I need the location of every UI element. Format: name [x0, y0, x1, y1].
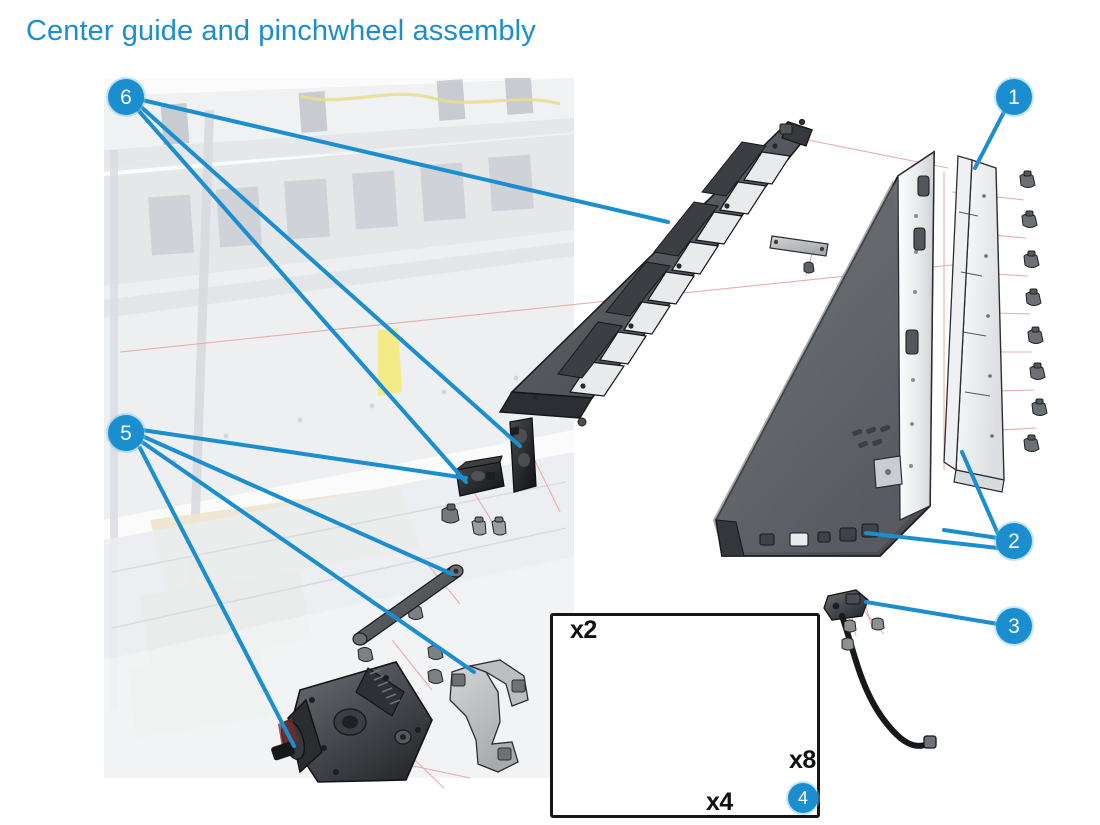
callout-leader-lines — [136, 98, 1006, 748]
motor-gearbox — [271, 661, 433, 783]
callout-3[interactable]: 3 — [996, 608, 1032, 644]
callout-2[interactable]: 2 — [996, 523, 1032, 559]
sensor-with-cable — [823, 589, 937, 749]
small-link-bar — [769, 235, 829, 274]
hardware-kit-inset — [550, 613, 820, 818]
metal-bracket-yoke — [449, 659, 529, 773]
pinchwheel-cover-strip — [943, 155, 1005, 493]
inset-qty-x4: x4 — [706, 788, 733, 816]
center-guide-panel — [713, 150, 935, 557]
screw-column — [1019, 170, 1048, 452]
small-screw-top — [779, 118, 806, 135]
inset-qty-x2: x2 — [570, 616, 597, 644]
panel-studs — [905, 175, 930, 355]
callout-5[interactable]: 5 — [108, 415, 144, 451]
center-guide-rail — [498, 118, 814, 419]
callout-6[interactable]: 6 — [108, 79, 144, 115]
callout-1[interactable]: 1 — [996, 79, 1032, 115]
callout-4[interactable]: 4 — [788, 783, 818, 813]
black-pinch-bracket-tall — [509, 417, 537, 493]
page-title: Center guide and pinchwheel assembly — [26, 15, 536, 47]
black-pinch-bracket-short — [455, 455, 505, 497]
inset-qty-x8: x8 — [789, 746, 816, 774]
panel-bottom-tabs — [759, 523, 879, 547]
